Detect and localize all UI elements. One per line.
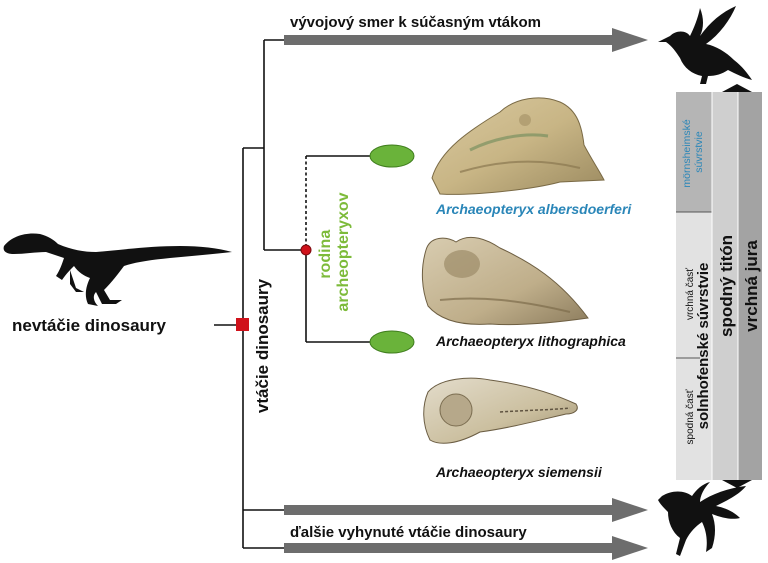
family-node xyxy=(300,244,312,256)
oval-albersdoerferi xyxy=(369,144,415,168)
solnhofen-cell xyxy=(676,212,712,480)
upper-part-label: vrchná časť xyxy=(685,268,696,320)
extinct-birds-label: ďalšie vyhynuté vtáčie dinosaury xyxy=(290,524,527,541)
tithonian-cell xyxy=(712,92,738,480)
solnhofen-label: solnhofenské súvrstvie xyxy=(695,263,712,430)
family-label: rodina archeopteryxov xyxy=(317,192,352,311)
jurassic-cell xyxy=(738,92,762,480)
dinosaur-silhouette-icon xyxy=(3,233,232,306)
archaeopteryx-silhouette-icon xyxy=(658,482,746,556)
skull-albersdoerferi-image xyxy=(431,97,605,195)
jurassic-label: vrchná jura xyxy=(742,240,761,332)
tithonian-label: spodný titón xyxy=(717,235,736,337)
column-top-cap xyxy=(722,84,752,92)
oval-lithographica xyxy=(369,330,415,354)
avian-label: vtáčie dinosaury xyxy=(253,278,272,413)
avian-node xyxy=(236,318,249,331)
skull-lithographica-image xyxy=(421,236,589,326)
non-avian-label: nevtáčie dinosaury xyxy=(12,316,167,335)
stratigraphy-column: mörnsheimské súvrstvie vrchná časť spodn… xyxy=(676,84,762,488)
species-siemensii: Archaeopteryx siemensii xyxy=(435,464,603,480)
arrow-extinct-upper xyxy=(284,498,648,522)
arrow-modern-birds xyxy=(284,28,648,52)
column-bottom-cap xyxy=(722,480,752,488)
moernsheim-cell xyxy=(676,92,712,212)
bird-silhouette-icon xyxy=(658,6,752,84)
moernsheim-label: mörnsheimské súvrstvie xyxy=(681,116,705,187)
lower-part-label: spodná časť xyxy=(685,389,696,444)
skull-siemensii-image xyxy=(423,377,578,444)
species-lithographica: Archaeopteryx lithographica xyxy=(435,333,626,349)
modern-birds-label: vývojový smer k súčasným vtákom xyxy=(290,14,541,31)
tree-lines xyxy=(214,39,370,549)
arrow-extinct-lower xyxy=(284,536,648,560)
species-albersdoerferi: Archaeopteryx albersdoerferi xyxy=(435,201,632,217)
